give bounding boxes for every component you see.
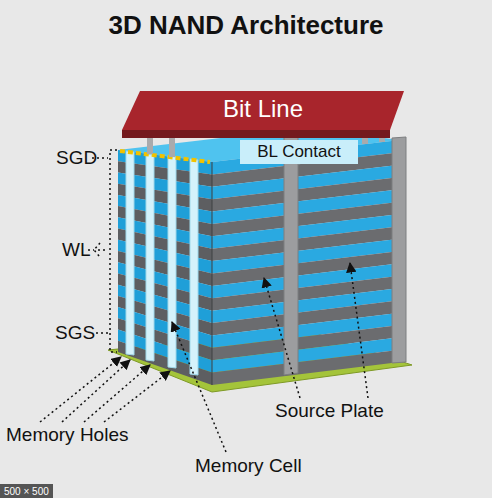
layer-bracket [88, 150, 117, 352]
source-plate [392, 137, 406, 363]
plate-top [122, 91, 404, 130]
node-text: Bit Line [223, 95, 303, 123]
layer-stripe [212, 350, 400, 385]
part-label: WL [62, 239, 91, 261]
plate-edge [122, 130, 390, 138]
part-label: SGD [56, 147, 97, 169]
stack-edge [212, 162, 213, 385]
part-label: Memory Holes [6, 424, 128, 446]
part-label: SGS [55, 322, 95, 344]
node-text: BL Contact [257, 142, 340, 162]
bit-line-plate: Bit Line [118, 88, 408, 140]
diagram-title: 3D NAND Architecture [0, 10, 492, 41]
size-badge: 500 × 500 [0, 484, 53, 498]
leader-lines [40, 263, 368, 452]
layer-stripes [118, 140, 400, 385]
bl-contact-band: BL Contact [240, 140, 358, 164]
bl-contact-dash [120, 151, 210, 162]
part-label: Source Plate [275, 400, 384, 422]
memory-holes [126, 151, 198, 375]
part-label: Memory Cell [195, 455, 302, 477]
